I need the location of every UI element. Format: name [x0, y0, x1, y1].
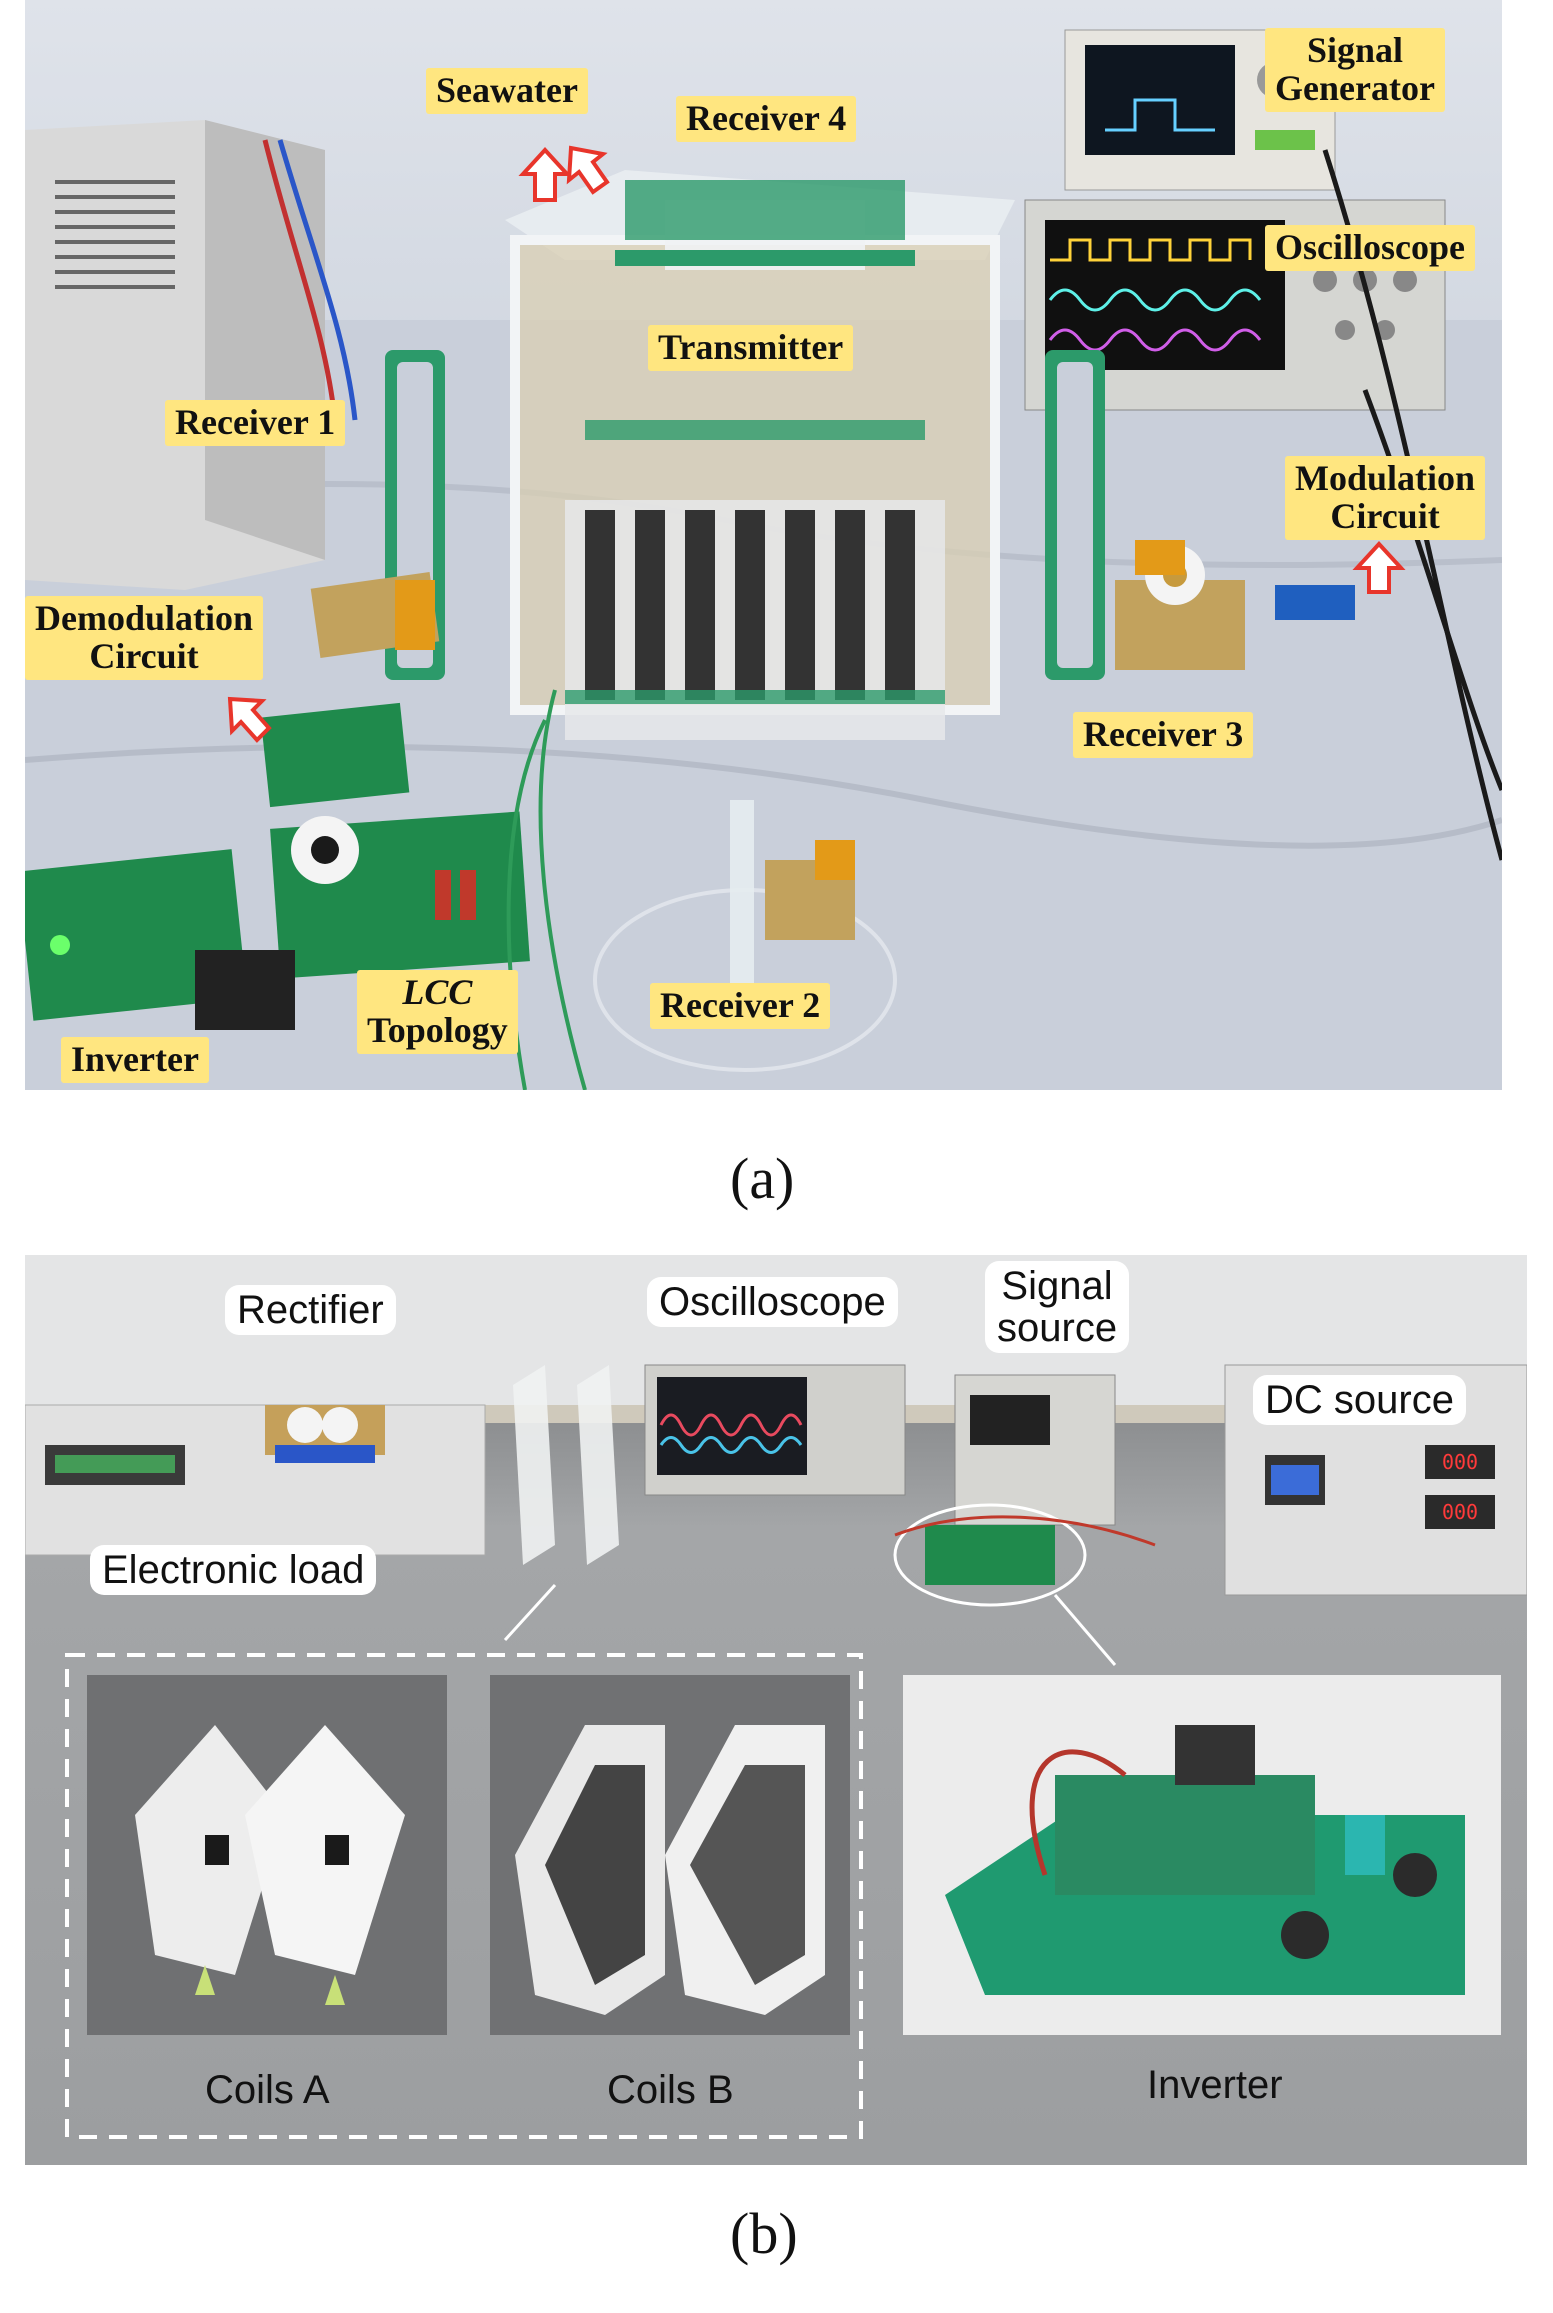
- caption-a: (a): [730, 1146, 795, 1211]
- label-dc-source: DC source: [1253, 1375, 1466, 1425]
- receiver-3-board: [1115, 540, 1245, 670]
- signal-source-device: [954, 1374, 1116, 1526]
- receiver-2-board: [593, 800, 897, 1072]
- svg-text:000: 000: [1442, 1450, 1478, 1474]
- lab-setup-photo-a: [25, 29, 1502, 1090]
- label-seawater: Seawater: [426, 68, 588, 114]
- label-receiver-2: Receiver 2: [650, 983, 831, 1029]
- power-supply: [25, 120, 358, 590]
- inverter-photo: [903, 1675, 1501, 2035]
- label-rectifier: Rectifier: [225, 1285, 396, 1335]
- label-electronic-load: Electronic load: [90, 1545, 377, 1595]
- caption-b: (b): [730, 2201, 798, 2266]
- label-transmitter: Transmitter: [648, 325, 854, 371]
- label-receiver-3: Receiver 3: [1073, 712, 1254, 758]
- label-coils-a: Coils A: [205, 2068, 330, 2112]
- label-inverter-b: Inverter: [1147, 2063, 1283, 2107]
- label-signal-source: Signal source: [985, 1261, 1130, 1353]
- electronic-load-device: [25, 1404, 486, 1556]
- coils-b-photo: [490, 1675, 850, 2035]
- coils-a-photo: [87, 1675, 447, 2035]
- oscilloscope-device: [1024, 199, 1446, 411]
- rectifier-board: [265, 1405, 385, 1463]
- label-receiver-1: Receiver 1: [165, 400, 346, 446]
- label-demodulation-circuit: Demodulation Circuit: [25, 596, 264, 680]
- label-inverter-a: Inverter: [61, 1037, 209, 1083]
- oscilloscope-device-b: [644, 1364, 906, 1496]
- label-modulation-circuit: Modulation Circuit: [1285, 456, 1486, 540]
- label-receiver-4: Receiver 4: [676, 96, 857, 142]
- label-lcc-line2: Topology: [367, 1009, 508, 1050]
- label-demodulation-line1: Demodulation: [35, 598, 254, 638]
- label-signal-line2: source: [997, 1306, 1118, 1350]
- demodulation-board: [260, 571, 440, 808]
- red-arrows: [227, 145, 1406, 743]
- modulation-board: [1275, 585, 1355, 620]
- lcc-board: [270, 811, 530, 979]
- label-signal-generator: Signal Generator: [1265, 28, 1445, 112]
- photo-panel-a: Seawater Receiver 4 Signal Generator Osc…: [25, 0, 1502, 1090]
- label-coils-b: Coils B: [607, 2068, 734, 2112]
- label-demodulation-line2: Circuit: [89, 635, 199, 676]
- label-modulation-line2: Circuit: [1330, 495, 1440, 536]
- label-lcc-line1: LCC: [402, 972, 473, 1012]
- label-signal-generator-line2: Generator: [1275, 67, 1435, 108]
- photo-panel-b: 000 000: [25, 1255, 1527, 2165]
- label-lcc-topology: LCC Topology: [357, 970, 518, 1054]
- label-oscilloscope-b: Oscilloscope: [647, 1277, 898, 1327]
- lab-setup-photo-b: 000 000: [25, 1255, 1527, 2139]
- label-signal-generator-line1: Signal: [1306, 30, 1403, 70]
- label-oscilloscope: Oscilloscope: [1265, 225, 1475, 271]
- inverter-board: [25, 849, 295, 1030]
- label-modulation-line1: Modulation: [1295, 458, 1476, 498]
- label-signal-line1: Signal: [1001, 1264, 1113, 1308]
- svg-text:000: 000: [1442, 1500, 1478, 1524]
